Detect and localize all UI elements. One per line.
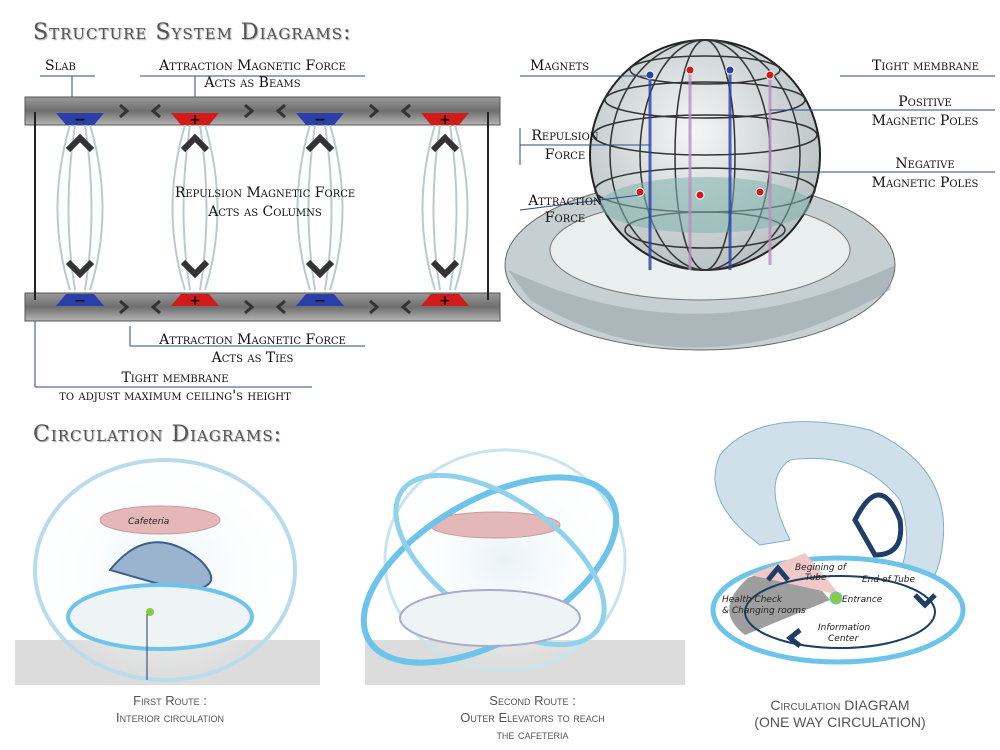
- top-magnet-2: [171, 113, 219, 125]
- first-cafeteria-label: Cafeteria: [128, 517, 169, 527]
- circulation-diagram-subtitle: (ONE WAY CIRCULATION): [754, 714, 926, 730]
- second-route-caption: Second Route : Outer Elevators to reach …: [420, 692, 645, 743]
- top-magnet-3: [296, 113, 344, 125]
- top-pole-sign-4: +: [439, 112, 451, 128]
- ties-label-2: Acts as Ties: [211, 350, 294, 366]
- columns-label-2: Acts as Columns: [208, 204, 322, 220]
- second-route-subtitle-1: Outer Elevators to reach: [460, 710, 605, 725]
- circulation-diagram-caption: Circulation DIAGRAM (ONE WAY CIRCULATION…: [735, 697, 945, 731]
- bottom-pole-sign-4: +: [439, 293, 451, 309]
- second-route-title: Second Route :: [489, 693, 576, 708]
- circulation-title: Circulation Diagrams:: [33, 422, 283, 447]
- top-pole-sign-3: −: [314, 112, 326, 128]
- magnets-label: Magnets: [530, 58, 590, 74]
- first-route-title: First Route :: [133, 693, 207, 708]
- beams-label-1: Attraction Magnetic Force: [159, 58, 346, 74]
- repulsion-label-1: Repulsion: [531, 128, 599, 144]
- columns-label-1: Repulsion Magnetic Force: [174, 185, 356, 201]
- top-magnet-4: [421, 113, 469, 125]
- plan-entrance-label: Entrance: [842, 595, 883, 605]
- plan-end-label: End of Tube: [862, 575, 916, 585]
- slab-label: Slab: [45, 58, 76, 74]
- membrane-label-2: to adjust maximum ceiling's height: [59, 388, 291, 404]
- circulation-diagram-title: Circulation DIAGRAM: [770, 697, 910, 713]
- positive-label-2: Magnetic Poles: [871, 113, 979, 129]
- first-route-caption: First Route : Interior circulation: [70, 692, 270, 726]
- sphere-membrane-label: Tight membrane: [872, 58, 980, 74]
- bottom-pole-sign-3: −: [314, 293, 326, 309]
- bottom-magnet-4: [421, 294, 469, 306]
- plan-begin-label: Begining of: [795, 563, 848, 573]
- first-route-subtitle: Interior circulation: [115, 710, 225, 725]
- plan-health-label-2: & Changing rooms: [722, 606, 806, 616]
- plan-info-label: Information: [818, 623, 871, 633]
- bottom-pole-sign-1: −: [74, 293, 86, 309]
- attraction-label-2: Force: [544, 210, 586, 226]
- repulsion-label-2: Force: [544, 147, 586, 163]
- plan-info-label-2: Center: [828, 634, 860, 644]
- negative-label-2: Magnetic Poles: [871, 175, 979, 191]
- top-pole-sign-1: −: [74, 112, 86, 128]
- circulation-plan-graphic: Begining of Tube End of Tube Health Chec…: [128, 421, 966, 665]
- bottom-magnet-2: [171, 294, 219, 306]
- attraction-label-1: Attraction: [528, 193, 602, 209]
- plan-begin-label-2: Tube: [805, 573, 827, 583]
- membrane-label-1: Tight membrane: [121, 370, 229, 386]
- top-magnet-1: [56, 113, 104, 125]
- bottom-magnet-3: [296, 294, 344, 306]
- second-route-graphic: [360, 448, 685, 685]
- beams-label-2: Acts as Beams: [204, 75, 301, 91]
- negative-label-1: Negative: [895, 156, 955, 172]
- second-route-subtitle-2: the cafeteria: [496, 727, 569, 742]
- bottom-pole-sign-2: +: [189, 293, 201, 309]
- plan-health-label: Health Check: [722, 595, 783, 605]
- top-pole-sign-2: +: [189, 112, 201, 128]
- positive-label-1: Positive: [898, 94, 952, 110]
- first-route-graphic: [15, 458, 320, 685]
- ties-label-1: Attraction Magnetic Force: [159, 332, 346, 348]
- bottom-magnet-1: [56, 294, 104, 306]
- structure-title: Structure System Diagrams:: [33, 20, 352, 45]
